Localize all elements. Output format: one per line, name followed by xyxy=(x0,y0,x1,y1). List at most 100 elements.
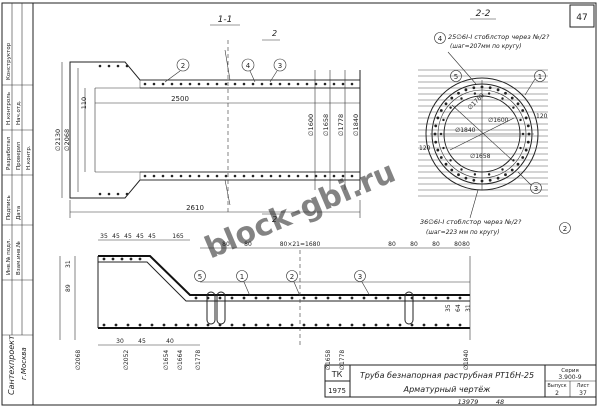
rebar-dot xyxy=(374,296,378,300)
strip-text-2: Н.контроль xyxy=(6,92,12,125)
rebar-dot xyxy=(215,82,219,86)
rebar-dot xyxy=(129,257,133,261)
rebar-dot xyxy=(242,296,246,300)
rebar-dot xyxy=(386,296,390,300)
cage-right-dim-1: 35 xyxy=(445,304,452,312)
rebar-dot xyxy=(125,192,129,196)
rebar-dot xyxy=(188,174,192,178)
dim-d3: ∅1778 xyxy=(337,114,345,136)
rebar-dot xyxy=(496,88,500,92)
cut-mark-top: 2 xyxy=(272,29,277,38)
rebar-dot xyxy=(287,174,291,178)
rebar-dot xyxy=(260,82,264,86)
rebar-dot xyxy=(439,156,443,159)
rebar-dot xyxy=(510,96,514,100)
sheet-number: 47 xyxy=(576,13,587,23)
section-2-2-title: 2-2 xyxy=(476,9,491,19)
rebar-dot xyxy=(162,323,166,327)
reinforcement-cage xyxy=(59,239,471,346)
rebar-dot xyxy=(206,82,210,86)
rebar-dot xyxy=(111,257,115,261)
dim-length-total: 2610 xyxy=(186,204,204,212)
rebar-dot xyxy=(161,174,165,178)
rebar-dot xyxy=(504,91,507,95)
rebar-dot xyxy=(125,64,129,68)
svg-text:5: 5 xyxy=(198,273,202,281)
rebar-dot xyxy=(473,173,477,176)
rebar-dot xyxy=(446,323,450,327)
svg-text:3: 3 xyxy=(358,273,362,281)
title-year: 1975 xyxy=(328,387,346,395)
rebar-dot xyxy=(487,173,491,176)
rebar-dot xyxy=(143,174,147,178)
rebar-dot xyxy=(521,109,525,112)
issue-value: 2 xyxy=(555,390,559,397)
callout-4-section: 4 xyxy=(434,32,446,44)
rebar-dot xyxy=(98,192,102,196)
rebar-dot xyxy=(386,323,390,327)
rebar-dot xyxy=(326,296,330,300)
rebar-dot xyxy=(436,148,440,152)
cage-diameter-4: ∅1664 xyxy=(177,350,184,371)
rebar-dot xyxy=(350,296,354,300)
rebar-dot xyxy=(305,174,309,178)
rebar-dot xyxy=(120,257,124,261)
cage-diameter-6: ∅1658 xyxy=(325,350,332,371)
rebar-dot xyxy=(242,82,246,86)
rebar-dot xyxy=(338,296,342,300)
rebar-dot xyxy=(460,97,463,100)
rebar-dot xyxy=(138,257,142,261)
rebar-dot xyxy=(526,124,530,128)
rebar-dot xyxy=(305,82,309,86)
rebar-dot xyxy=(314,296,318,300)
rebar-dot xyxy=(314,174,318,178)
left-strip: Конструктор Н.контроль Нач.отд. Разработ… xyxy=(2,3,33,395)
rebar-dot xyxy=(362,323,366,327)
rebar-dot xyxy=(434,124,438,128)
strip-text-7: Подпись xyxy=(6,195,12,220)
svg-text:3: 3 xyxy=(534,185,538,193)
rebar-dot xyxy=(269,82,273,86)
rebar-dot xyxy=(278,82,282,86)
rebar-dot xyxy=(464,88,468,92)
cage-left-dim-2: 89 xyxy=(65,284,72,292)
cage-mid-dim-3: 80 xyxy=(388,241,396,248)
rebar-dot xyxy=(174,323,178,327)
circle-dim-5: 120 xyxy=(536,113,548,120)
dim-length-inner: 2500 xyxy=(171,95,189,103)
rebar-dot xyxy=(450,96,454,100)
rebar-dot xyxy=(436,116,440,120)
cage-mid-dim-4: 80 xyxy=(410,241,418,248)
rebar-dot xyxy=(242,174,246,178)
strip-text-9: Сантехпроект xyxy=(7,335,16,395)
rebar-dot xyxy=(460,168,463,171)
rebar-dot xyxy=(230,296,234,300)
rebar-dot xyxy=(458,296,462,300)
rebar-dot xyxy=(488,178,492,182)
rebar-dot xyxy=(464,176,468,180)
section-note-bottom: 36∅6Ⅰ-Ⅰ стоблстор через №/2? xyxy=(420,218,522,226)
rebar-dot xyxy=(143,82,147,86)
cage-top-dim-2: 45 xyxy=(112,233,120,240)
strip-text-4: Разработал xyxy=(6,136,12,170)
rebar-dot xyxy=(422,323,426,327)
rebar-dot xyxy=(457,173,460,177)
cage-mid-dim-7: 80 xyxy=(454,241,462,248)
svg-text:5: 5 xyxy=(454,73,458,81)
rebar-dot xyxy=(350,323,354,327)
svg-text:4: 4 xyxy=(246,62,251,70)
longitudinal-section xyxy=(61,40,361,218)
circle-dim-2: ∅1600 xyxy=(488,117,509,124)
cage-diameter-7: ∅1778 xyxy=(339,350,346,371)
rebar-dot xyxy=(269,174,273,178)
sheet-value: 37 xyxy=(579,390,587,397)
dim-d1: ∅1600 xyxy=(307,114,315,136)
callout-2-cage: 2 xyxy=(286,270,301,297)
sheet-number-box xyxy=(569,4,595,28)
cut-mark-bottom: 2 xyxy=(272,215,277,224)
rebar-dot xyxy=(374,323,378,327)
callout-5-section: 5 xyxy=(450,70,462,82)
rebar-dot xyxy=(326,323,330,327)
rebar-dot xyxy=(302,296,306,300)
rebar-dot xyxy=(516,102,520,106)
